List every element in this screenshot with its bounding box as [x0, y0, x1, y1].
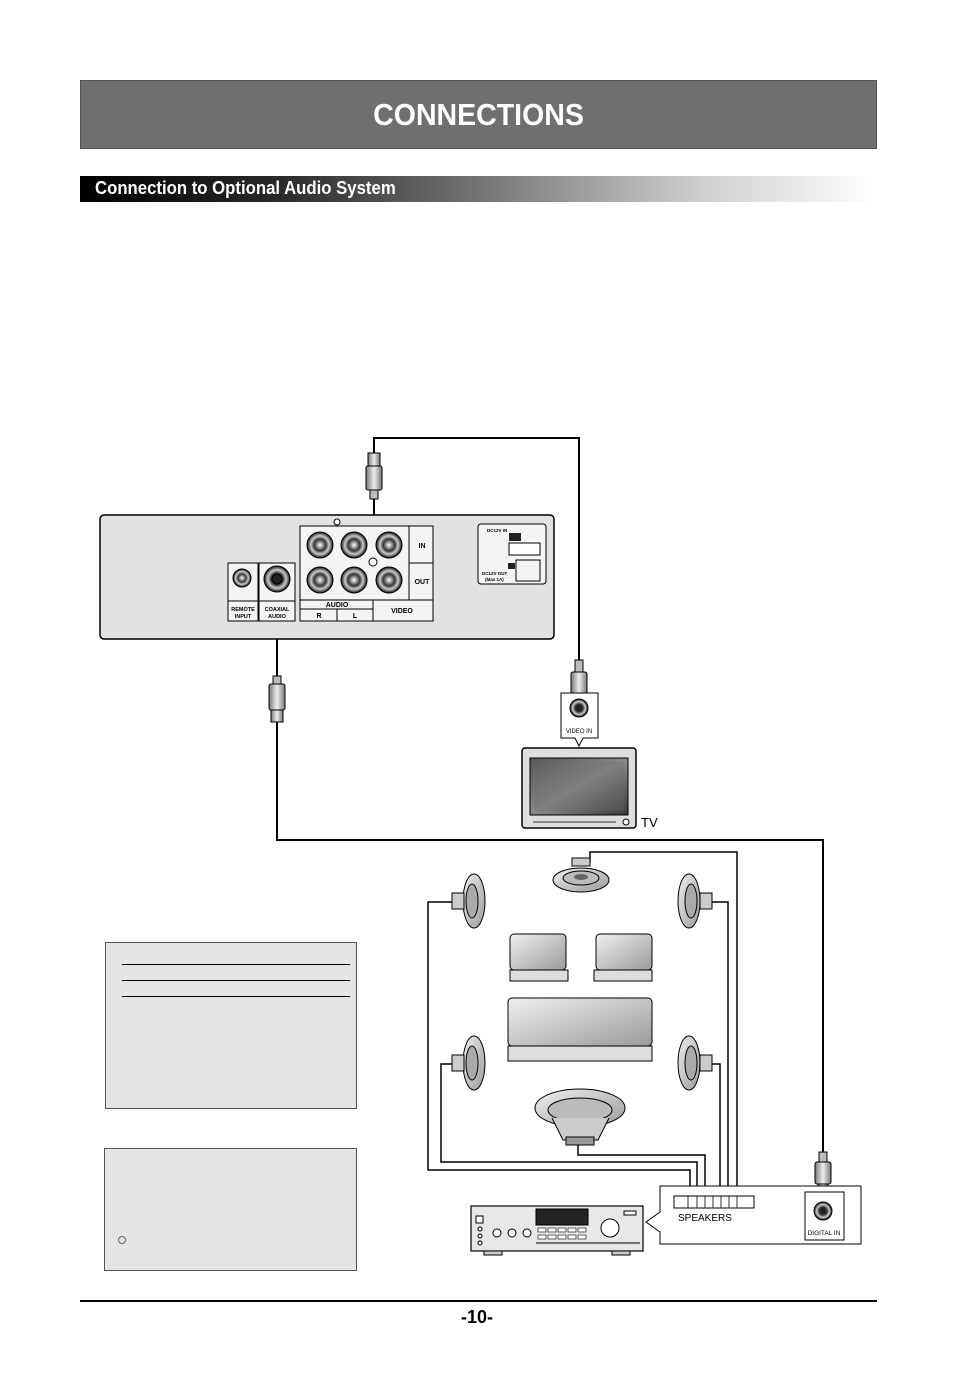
bullet-icon: [118, 1236, 126, 1244]
dc-out-port: [508, 563, 515, 569]
footer-rule: [80, 1300, 877, 1302]
receiver-icon: [470, 1205, 644, 1256]
video-cable: [373, 437, 580, 662]
av-jacks: [306, 531, 403, 594]
rule-line: [122, 996, 350, 997]
remote-label-2: INPUT: [235, 614, 252, 620]
speakers-label: SPEAKERS: [678, 1213, 732, 1224]
title-bar: CONNECTIONS: [80, 80, 877, 149]
coaxial-label-1: COAXIAL: [265, 607, 290, 613]
section-title: Connection to Optional Audio System: [95, 178, 396, 198]
out-label: OUT: [415, 579, 431, 586]
speaker-front-right-icon: [677, 873, 713, 929]
video-in-tag: VIDEO IN: [560, 692, 599, 748]
page-number: -10-: [460, 1307, 493, 1327]
video-in-label: VIDEO IN: [566, 729, 592, 735]
video-label: VIDEO: [391, 608, 413, 615]
speaker-center-icon: [552, 857, 610, 893]
r-label: R: [316, 613, 321, 620]
subwoofer-icon: [534, 1088, 626, 1146]
audio-label: AUDIO: [326, 602, 349, 609]
rule-line: [122, 964, 350, 965]
chair-icon: [509, 933, 569, 982]
plug-icon: [365, 452, 383, 500]
speaker-wires: [427, 851, 738, 1196]
digital-in-label: DIGITAL IN: [808, 1230, 841, 1237]
section-header: Connection to Optional Audio System: [80, 176, 877, 202]
digital-cable: [276, 722, 824, 1152]
coaxial-label-2: AUDIO: [268, 614, 286, 620]
remote-input-jack: [232, 568, 252, 588]
remote-label-1: REMOTE: [231, 607, 255, 613]
dvd-rear-panel: REMOTE INPUT COAXIAL AUDIO IN OUT AUDIO …: [99, 514, 555, 640]
speaker-front-left-icon: [451, 873, 486, 929]
chair-icon: [593, 933, 653, 982]
in-label: IN: [419, 543, 426, 550]
sofa-icon: [507, 997, 653, 1062]
plug-icon: [268, 675, 286, 723]
dc-in-port: [509, 533, 521, 541]
note-box-1: [105, 942, 357, 1109]
dc-out-label-2: (Max 1A): [485, 577, 504, 582]
receiver-rear-callout: SPEAKERS DIGITAL IN: [645, 1185, 862, 1245]
speaker-rear-right-icon: [677, 1035, 713, 1091]
tv-icon: [521, 747, 637, 829]
dc-in-label: DC12V IN: [487, 528, 507, 533]
tv-label: TV: [641, 815, 658, 830]
note-box-2: [104, 1148, 357, 1271]
l-label: L: [353, 613, 358, 620]
dc-out-label-1: DC12V OUT: [482, 571, 508, 576]
speaker-rear-left-icon: [451, 1035, 486, 1091]
page-title: CONNECTIONS: [373, 96, 584, 132]
rule-line: [122, 980, 350, 981]
